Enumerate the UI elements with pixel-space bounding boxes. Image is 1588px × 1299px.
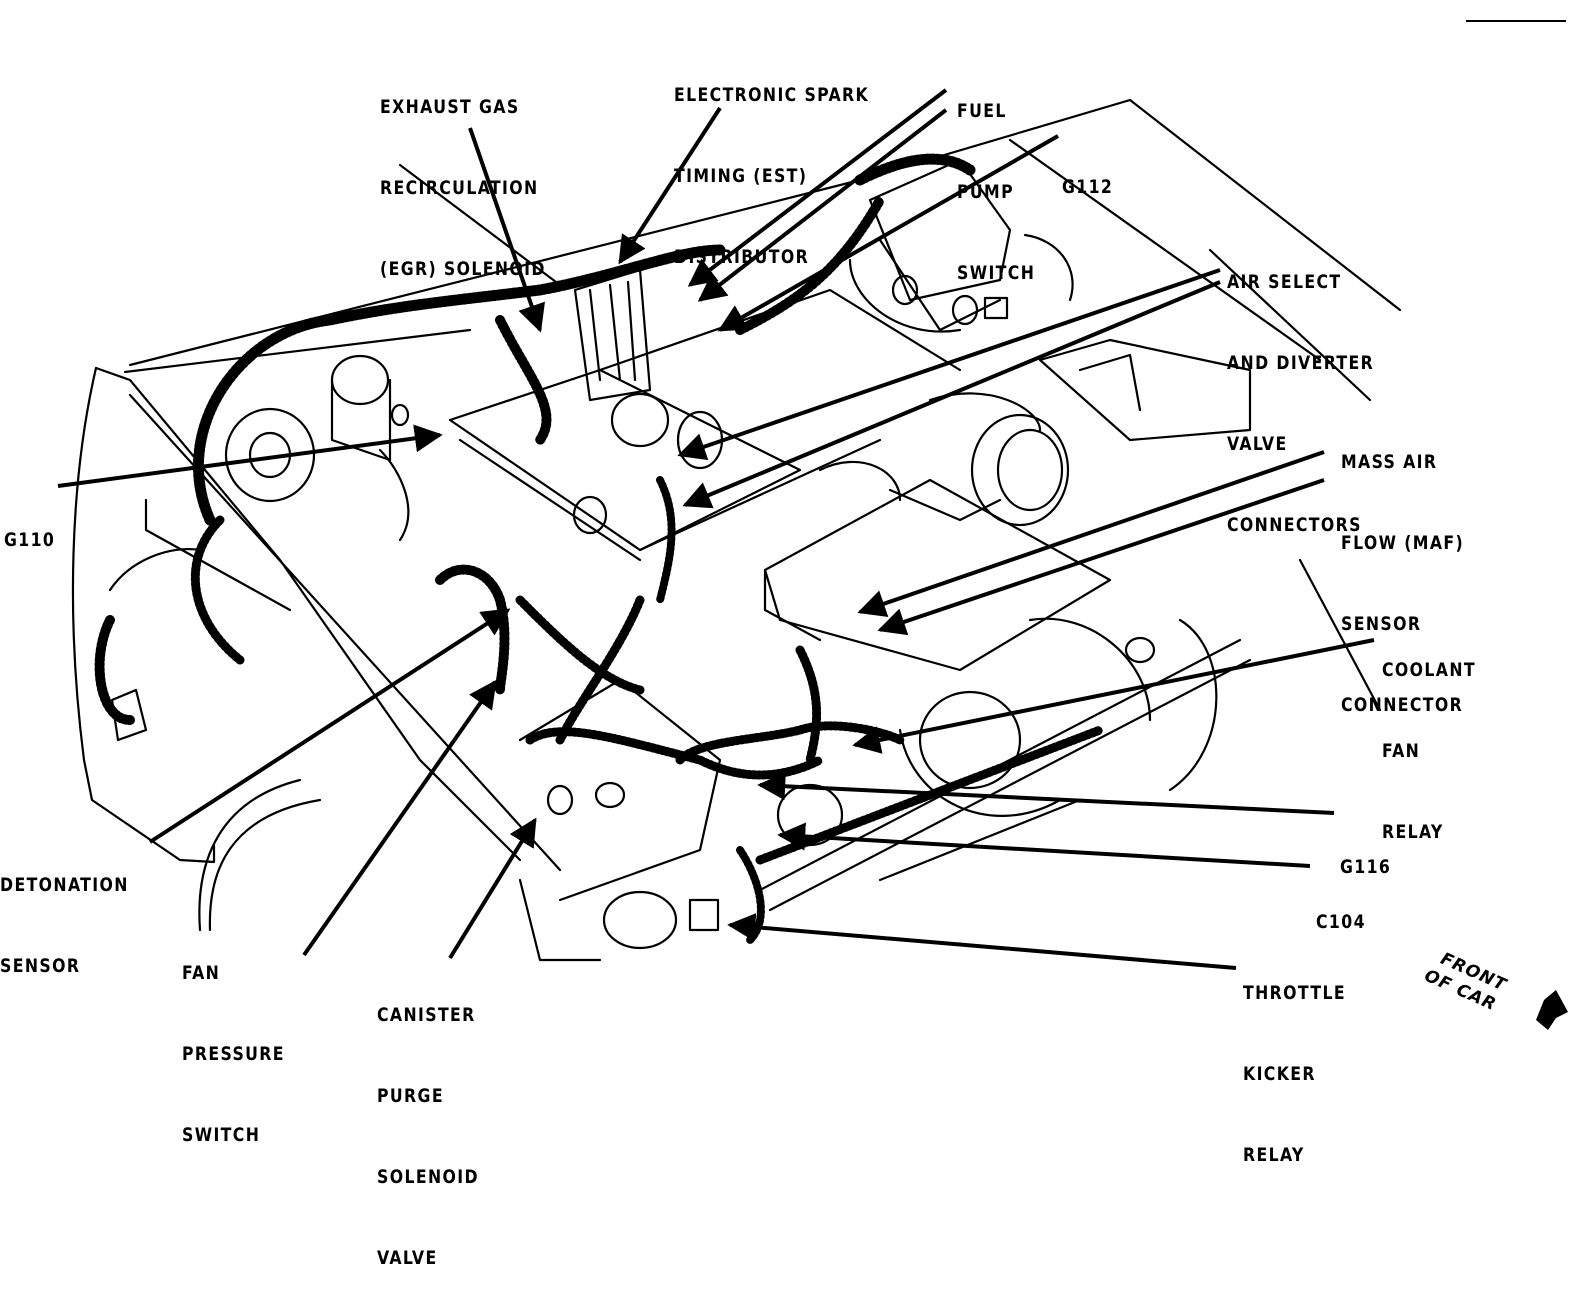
callout-c104: C104 [1316,855,1366,963]
callout-fuel-pump-switch: FUEL PUMP SWITCH [957,44,1035,314]
leader-g110 [57,424,443,488]
callout-line: COOLANT [1382,659,1477,681]
leader-air-select-2 [682,280,1221,509]
leader-canister [448,817,537,960]
callout-line: AIR SELECT [1227,271,1342,293]
callout-line: ELECTRONIC SPARK [674,84,870,106]
leader-throttle-kicker [727,913,1237,970]
callout-canister-purge-valve: CANISTER PURGE SOLENOID VALVE [377,948,479,1299]
leader-lines [57,88,1375,970]
callout-line: PUMP [957,181,1014,203]
callout-line: FAN [182,962,221,984]
callout-g112: G112 [1062,120,1113,228]
cowl [128,98,1402,712]
callout-throttle-kicker-relay: THROTTLE KICKER RELAY [1243,926,1346,1196]
callout-line: FLOW (MAF) [1341,532,1465,554]
callout-line: CANISTER [377,1004,476,1026]
leader-maf-2 [877,478,1325,636]
leader-egr [468,127,545,333]
callout-coolant-fan-relay: COOLANT FAN RELAY [1382,603,1476,873]
callout-g110: G110 [4,473,55,581]
callout-egr-solenoid: EXHAUST GAS RECIRCULATION (EGR) SOLENOID [380,40,546,310]
callout-detonation-sensor: DETONATION SENSOR [0,818,129,1007]
callout-line: SENSOR [1341,613,1422,635]
left-fender [71,328,562,932]
callout-line: CONNECTORS [1227,514,1362,536]
callout-line: RECIRCULATION [380,177,539,199]
leader-fan-pressure [302,679,497,957]
leader-air-select-1 [677,268,1221,461]
callout-line: CONNECTOR [1341,694,1464,716]
callout-line: TIMING (EST) [674,165,808,187]
callout-line: C104 [1316,911,1366,933]
leader-detonation [148,608,511,844]
corner-rule [1466,20,1566,22]
callout-fan-pressure-switch: FAN PRESSURE SWITCH [182,906,285,1176]
left-accessory-drive [224,354,410,542]
callout-line: FAN [1382,740,1421,762]
callout-line: SOLENOID [377,1166,479,1188]
leader-g116 [757,772,1335,815]
leader-fuel-pump-1 [687,88,948,287]
callout-line: THROTTLE [1243,982,1347,1004]
callout-line: RELAY [1382,821,1444,843]
engine-compartment-drawing [57,88,1568,1030]
callout-line: G112 [1062,176,1114,198]
callout-line: PURGE [377,1085,444,1107]
wire-harness [94,153,1105,944]
leader-fuel-pump-2 [697,108,948,302]
callout-line: FUEL [957,100,1007,122]
callout-line: SWITCH [182,1124,261,1146]
callout-line: SWITCH [957,262,1036,284]
callout-est-distributor: ELECTRONIC SPARK TIMING (EST) DISTRIBUTO… [674,28,869,298]
callout-line: VALVE [1227,433,1288,455]
callout-line: EXHAUST GAS [380,96,520,118]
callout-line: RELAY [1243,1144,1305,1166]
callout-g116: G116 [1340,800,1391,908]
leader-est [618,106,722,265]
leader-c104 [777,822,1311,868]
callout-line: VALVE [377,1247,438,1269]
leader-g112 [717,134,1059,332]
leader-coolant-fan [852,638,1375,754]
callout-air-select-diverter: AIR SELECT AND DIVERTER VALVE CONNECTORS [1227,215,1374,566]
direction-arrow-icon [1536,990,1568,1030]
callout-line: PRESSURE [182,1043,285,1065]
callout-line: MASS AIR [1341,451,1438,473]
leader-maf-1 [857,450,1325,618]
callout-maf-sensor: MASS AIR FLOW (MAF) SENSOR CONNECTOR [1341,395,1464,746]
callout-line: SENSOR [0,955,81,977]
callout-line: AND DIVERTER [1227,352,1375,374]
callout-line: G116 [1340,856,1392,878]
callout-line: DISTRIBUTOR [674,246,810,268]
callout-line: DETONATION [0,874,129,896]
callout-line: KICKER [1243,1063,1316,1085]
callout-line: (EGR) SOLENOID [380,258,546,280]
air-cleaner [763,392,1112,672]
callout-line: G110 [4,529,56,551]
brake-master-cylinder [848,158,1252,442]
